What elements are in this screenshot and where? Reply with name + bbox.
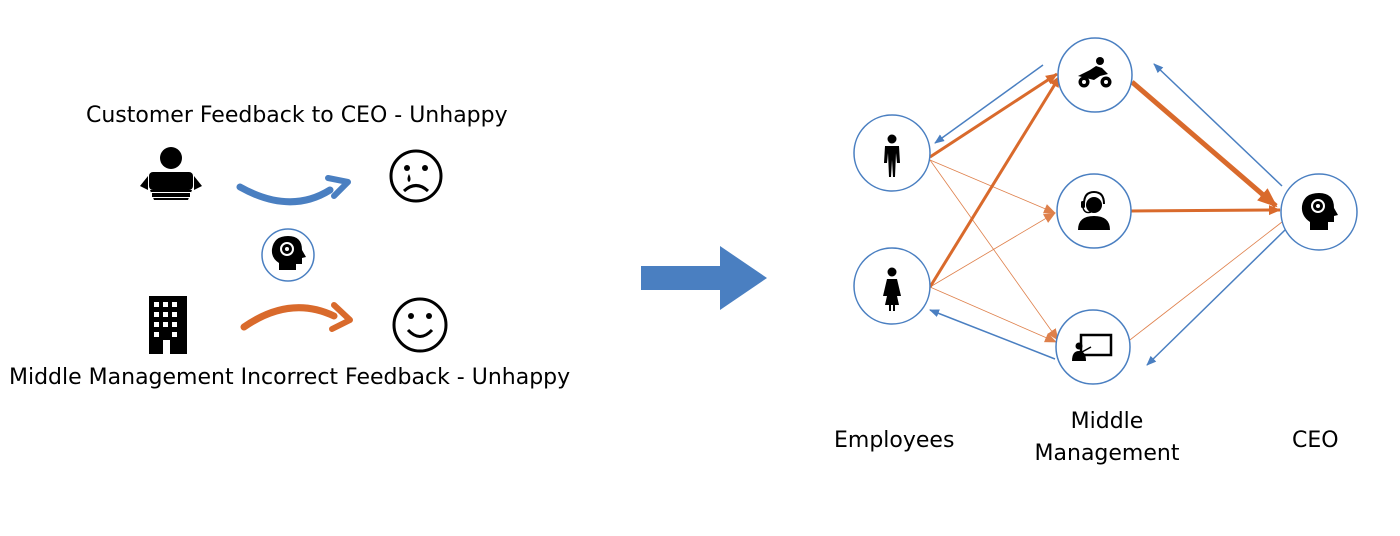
node-manager-2: [1056, 173, 1132, 249]
middle-management-label-line1: Middle: [1070, 409, 1144, 434]
customer-feedback-arrow: [236, 183, 334, 206]
headset-person-icon: [1078, 190, 1110, 230]
node-manager-3: [1055, 309, 1131, 385]
sad-face-icon: [389, 149, 443, 203]
ceo-label: CEO: [1292, 428, 1339, 453]
node-employee-2: [853, 247, 931, 325]
smiley-face-icon: [392, 297, 448, 353]
middle-management-caption: Middle Management Incorrect Feedback - U…: [9, 365, 571, 390]
head-gears-icon: [261, 228, 315, 282]
node-employee-1: [853, 114, 931, 192]
strong-feedback-lines: [928, 72, 1281, 288]
office-building-icon: [149, 296, 187, 354]
middle-management-label-line2: Management: [1034, 441, 1180, 466]
woman-icon: [883, 267, 901, 311]
transition-arrow: [641, 246, 767, 310]
blue-return-lines: [929, 63, 1286, 366]
presenter-whiteboard-icon: [1072, 333, 1113, 361]
man-icon: [884, 134, 900, 177]
middle-management-label: Middle Management: [1022, 408, 1192, 468]
employees-label: Employees: [834, 428, 955, 453]
node-ceo: [1280, 173, 1358, 251]
baby-icon: [140, 147, 202, 200]
node-manager-1: [1057, 37, 1133, 113]
motorbike-rider-icon: [1078, 57, 1112, 88]
customer-feedback-caption: Customer Feedback to CEO - Unhappy: [86, 103, 508, 128]
management-feedback-arrow: [240, 304, 338, 331]
head-gears-icon: [1301, 193, 1338, 230]
customer-feedback-arrowhead: [325, 175, 351, 199]
weak-feedback-lines: [929, 159, 1283, 344]
management-feedback-arrowhead: [329, 302, 353, 332]
